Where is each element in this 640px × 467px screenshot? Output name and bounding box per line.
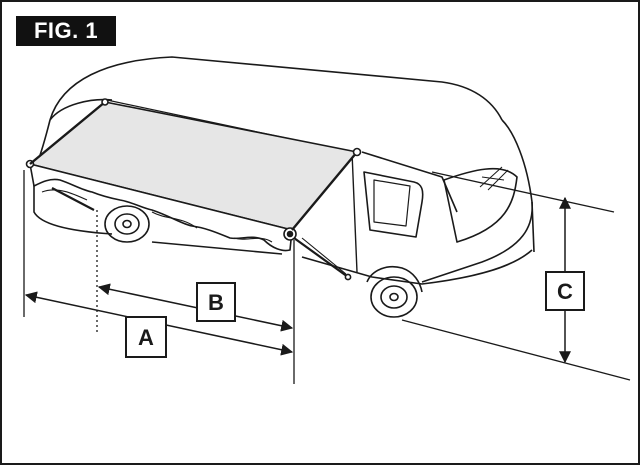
label-b-text: B: [208, 290, 224, 315]
guide-lines: [23, 170, 631, 384]
awning: [25, 98, 362, 281]
label-c: C: [545, 271, 585, 311]
label-c-text: C: [557, 279, 573, 304]
figure-tag: FIG. 1: [16, 16, 116, 46]
dimension-b: [97, 283, 294, 332]
label-a: A: [125, 316, 167, 358]
label-a-text: A: [138, 325, 154, 350]
label-b: B: [196, 282, 236, 322]
